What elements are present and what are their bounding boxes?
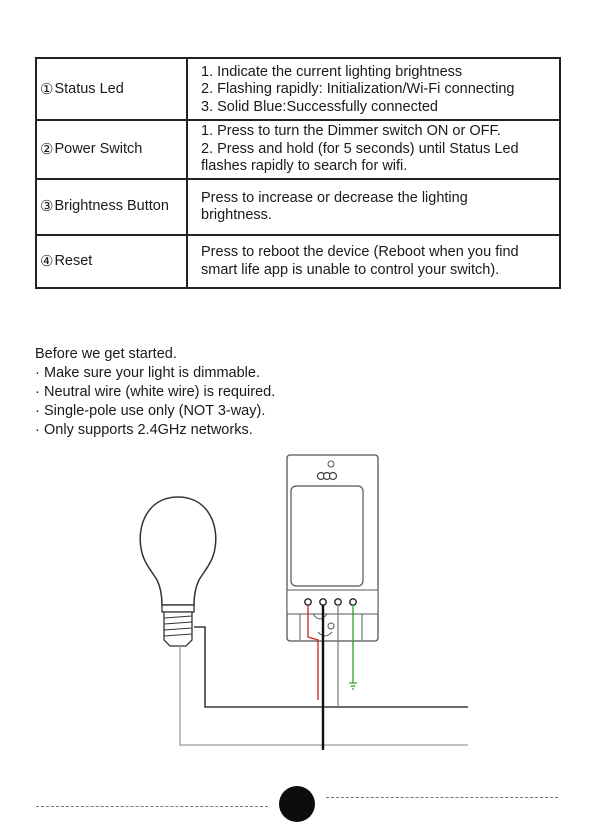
circled-number: ④ — [40, 252, 54, 270]
light-bulb-icon — [139, 496, 217, 647]
bullet: · — [35, 365, 40, 381]
bullet: · — [35, 422, 40, 438]
description-line: 3. Solid Blue:Successfully connected — [201, 98, 438, 115]
table-row-brightness-button: ③ Brightness Button Press to increase or… — [37, 178, 559, 236]
wire — [179, 646, 468, 746]
list-item-text: Make sure your light is dimmable. — [44, 365, 260, 381]
row-description: 1. Press to turn the Dimmer switch ON or… — [188, 119, 559, 178]
list-item: ·Single-pole use only (NOT 3-way). — [35, 402, 275, 421]
description-line: flashes rapidly to search for wifi. — [201, 158, 408, 175]
row-label: Power Switch — [54, 140, 143, 157]
bullet: · — [35, 384, 40, 400]
circled-number: ③ — [40, 198, 54, 215]
description-line: 1. Press to turn the Dimmer switch ON or… — [201, 123, 501, 140]
description-line: Press to increase or decrease the lighti… — [201, 189, 468, 206]
dimmer-switch-device — [286, 454, 379, 642]
row-label-cell: ③ Brightness Button — [37, 178, 188, 234]
bullet: · — [35, 403, 40, 419]
row-label-cell: ① Status Led — [37, 59, 188, 119]
row-description: 1. Indicate the current lighting brightn… — [188, 59, 559, 119]
row-label: Brightness Button — [54, 198, 169, 214]
row-description: Press to increase or decrease the lighti… — [188, 178, 559, 234]
row-description: Press to reboot the device (Reboot when … — [188, 234, 559, 287]
description-line: Press to reboot the device (Reboot when … — [201, 244, 519, 260]
footer-divider — [326, 797, 558, 798]
description-line: 1. Indicate the current lighting brightn… — [201, 63, 463, 80]
section-title: Before we get started. — [35, 346, 177, 362]
wire — [307, 605, 319, 700]
table-row-power-switch: ② Power Switch 1. Press to turn the Dimm… — [37, 119, 559, 180]
description-line: 2. Press and hold (for 5 seconds) until … — [201, 140, 519, 157]
row-label-cell: ④ Reset — [37, 234, 188, 287]
row-label: Status Led — [54, 81, 124, 97]
list-item-text: Neutral wire (white wire) is required. — [44, 384, 276, 400]
list-item-text: Single-pole use only (NOT 3-way). — [44, 403, 266, 419]
description-line: 2. Flashing rapidly: Initialization/Wi-F… — [201, 81, 515, 98]
ground-icon — [349, 682, 357, 690]
description-line: smart life app is unable to control your… — [201, 261, 500, 278]
status-led-icon — [316, 471, 338, 481]
table-row-reset: ④ Reset Press to reboot the device (Rebo… — [37, 234, 559, 287]
wires — [179, 605, 468, 750]
before-started-section: Before we get started. ·Make sure your l… — [35, 345, 275, 440]
page-marker — [279, 786, 315, 822]
row-label: Reset — [54, 252, 93, 269]
list-item: ·Only supports 2.4GHz networks. — [35, 421, 275, 440]
list-item-text: Only supports 2.4GHz networks. — [44, 422, 253, 438]
wire — [194, 626, 468, 708]
feature-table: ① Status Led 1. Indicate the current lig… — [35, 57, 561, 289]
footer-divider — [36, 806, 268, 807]
description-line: brightness. — [201, 207, 272, 223]
list-item: ·Make sure your light is dimmable. — [35, 364, 275, 383]
list-item: ·Neutral wire (white wire) is required. — [35, 383, 275, 402]
circled-number: ① — [40, 81, 54, 98]
circled-number: ② — [40, 140, 54, 158]
row-label-cell: ② Power Switch — [37, 119, 188, 178]
table-row-status-led: ① Status Led 1. Indicate the current lig… — [37, 59, 559, 121]
wiring-diagram — [139, 454, 468, 750]
